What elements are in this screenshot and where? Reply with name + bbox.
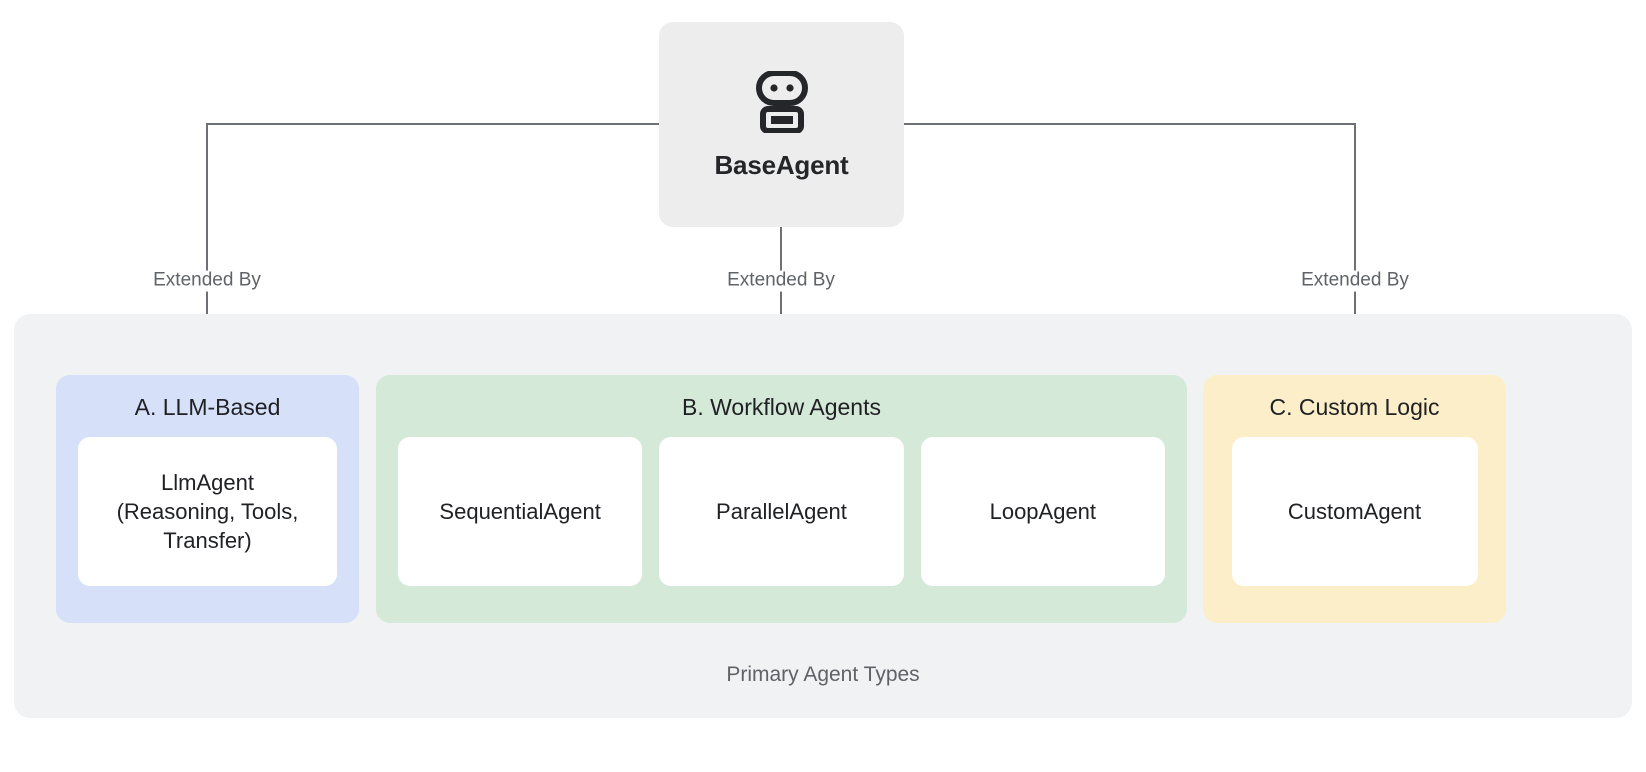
category-custom-logic[interactable]: C. Custom Logic CustomAgent	[1203, 375, 1506, 623]
agent-card-llmagent[interactable]: LlmAgent(Reasoning, Tools,Transfer)	[78, 436, 337, 586]
edge-label-center: Extended By	[720, 270, 842, 292]
agent-card-parallelagent[interactable]: ParallelAgent	[659, 436, 904, 586]
base-agent-node[interactable]: BaseAgent	[659, 22, 904, 227]
category-workflow-agents[interactable]: B. Workflow Agents SequentialAgent Paral…	[376, 375, 1187, 623]
agent-card-customagent[interactable]: CustomAgent	[1231, 436, 1478, 586]
agent-card-loopagent[interactable]: LoopAgent	[920, 436, 1165, 586]
category-cards: SequentialAgent ParallelAgent LoopAgent	[376, 436, 1187, 586]
base-agent-label: BaseAgent	[714, 150, 849, 180]
category-title: A. LLM-Based	[134, 394, 281, 420]
category-cards: LlmAgent(Reasoning, Tools,Transfer)	[56, 436, 359, 586]
group-caption: Primary Agent Types	[726, 662, 920, 686]
agent-card-sequentialagent[interactable]: SequentialAgent	[398, 436, 643, 586]
category-llm-based[interactable]: A. LLM-Based LlmAgent(Reasoning, Tools,T…	[56, 375, 359, 623]
category-cards: CustomAgent	[1203, 436, 1506, 586]
edge-label-right: Extended By	[1294, 270, 1416, 292]
category-title: B. Workflow Agents	[682, 394, 881, 420]
robot-icon	[754, 70, 810, 138]
edge-label-left: Extended By	[146, 270, 268, 292]
category-title: C. Custom Logic	[1269, 394, 1440, 420]
